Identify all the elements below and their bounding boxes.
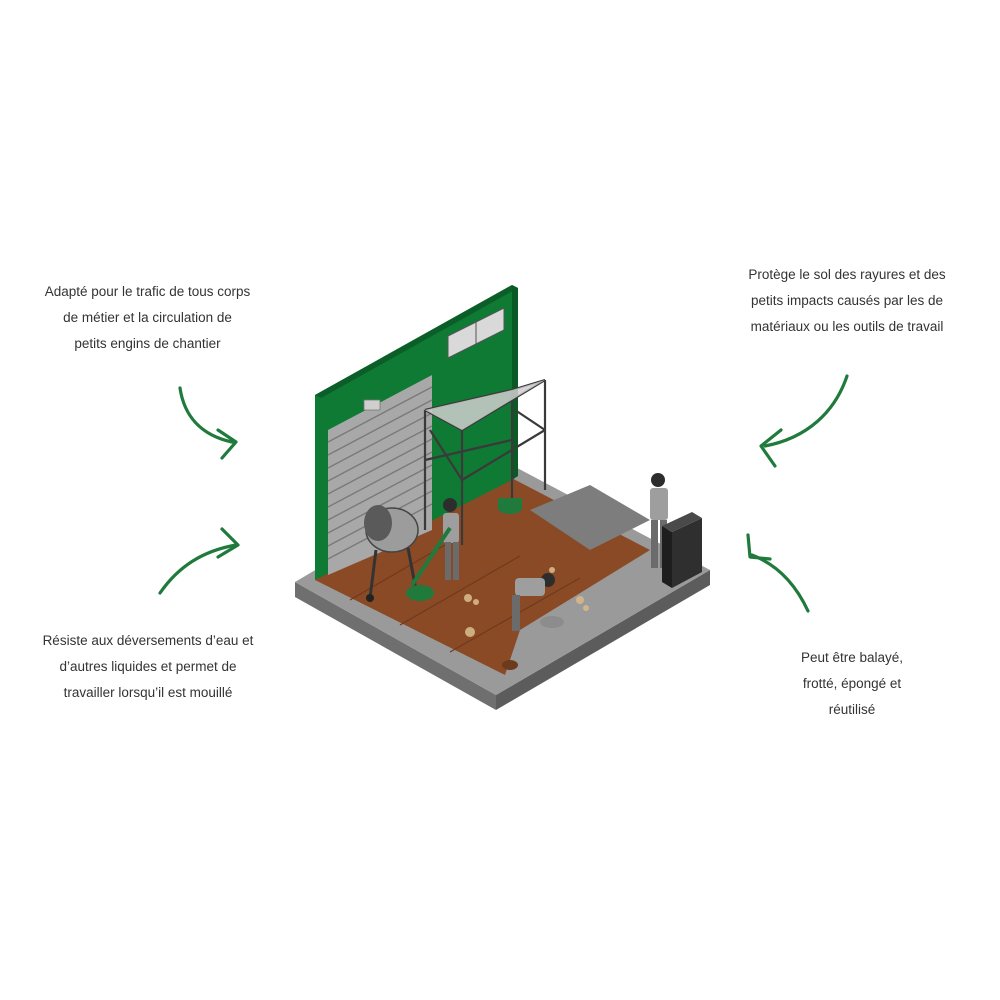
callout-water-resistance: Résiste aux déversements d’eau et d’autr… [42, 633, 254, 700]
curved-arrow-icon-top-right [759, 374, 849, 468]
brick-stack [662, 512, 702, 588]
floor-roll [502, 660, 518, 670]
green-wall-top-edge [315, 285, 518, 398]
green-wall-side [512, 285, 518, 480]
concrete-slab-left-face [295, 582, 496, 710]
scaffold-platform [425, 380, 545, 430]
callout-traffic: Adapté pour le trafic de tous corps de m… [44, 284, 251, 351]
curved-arrow-icon-bottom-right [746, 533, 810, 613]
curved-arrow-icon-bottom-left [158, 527, 240, 595]
construction-site-illustration [295, 285, 710, 710]
worker-crouching [512, 573, 564, 631]
curved-arrow-icon-top-left [178, 386, 238, 460]
callout-cleaning: Peut être balayé, frotté, épongé et réut… [800, 650, 904, 717]
cement-mixer [364, 505, 419, 602]
gray-floor-patch [530, 485, 650, 550]
callout-scratch-protection: Protège le sol des rayures et des petits… [748, 267, 946, 334]
concrete-slab-right-face [496, 570, 710, 710]
worker-shovel [406, 498, 459, 601]
